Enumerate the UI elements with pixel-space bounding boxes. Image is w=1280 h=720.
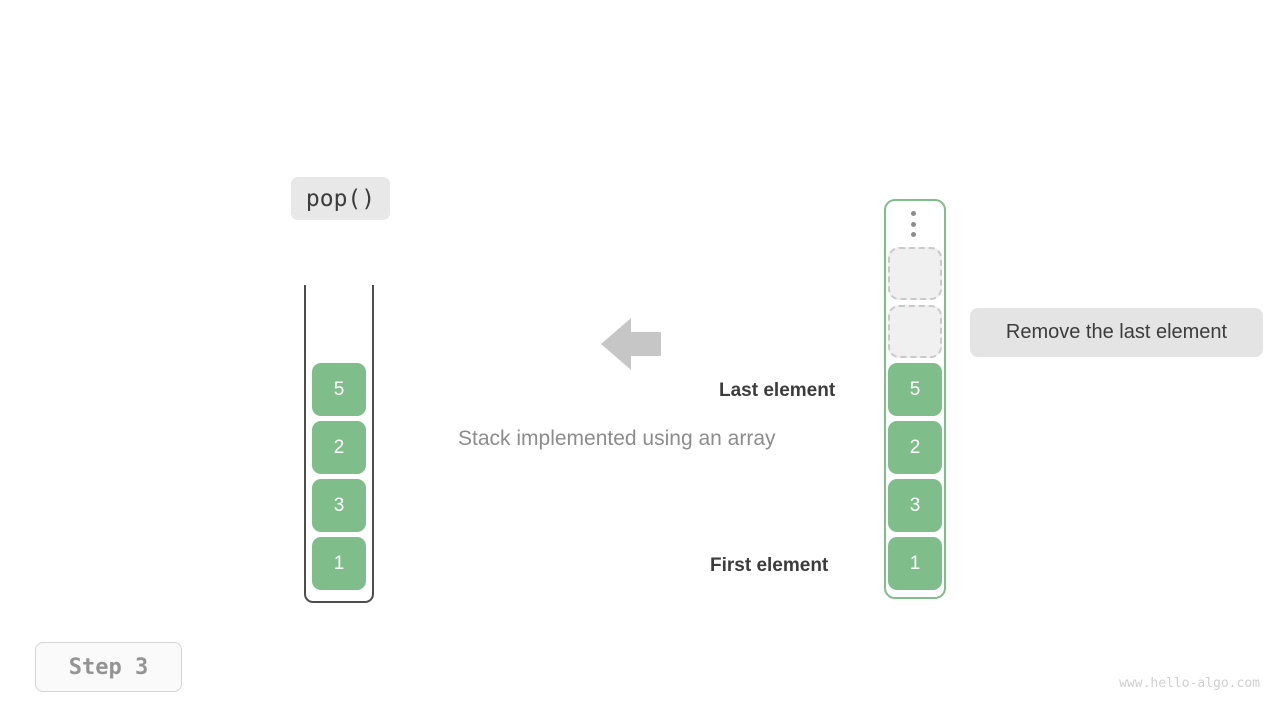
watermark: www.hello-algo.com [1119,676,1260,691]
stack-container-outline [304,285,374,603]
stack-element: 1 [312,537,366,590]
array-slot-list: 5 2 3 1 [888,247,942,590]
operation-note-chip: Remove the last element [970,308,1263,357]
stack-element-list: 5 2 3 1 [312,363,366,590]
stack-element: 3 [312,479,366,532]
array-empty-slot [888,247,942,300]
last-element-label: Last element [719,380,836,401]
stack-element: 2 [312,421,366,474]
operation-code-chip: pop() [291,177,390,220]
array-element: 5 [888,363,942,416]
array-element: 1 [888,537,942,590]
arrow-left-icon [601,316,661,372]
array-empty-slot [888,305,942,358]
array-element: 2 [888,421,942,474]
array-element: 3 [888,479,942,532]
first-element-label: First element [710,555,829,576]
vertical-ellipsis-icon [910,211,916,237]
step-badge: Step 3 [35,642,182,692]
stack-element: 5 [312,363,366,416]
diagram-caption: Stack implemented using an array [458,427,776,450]
